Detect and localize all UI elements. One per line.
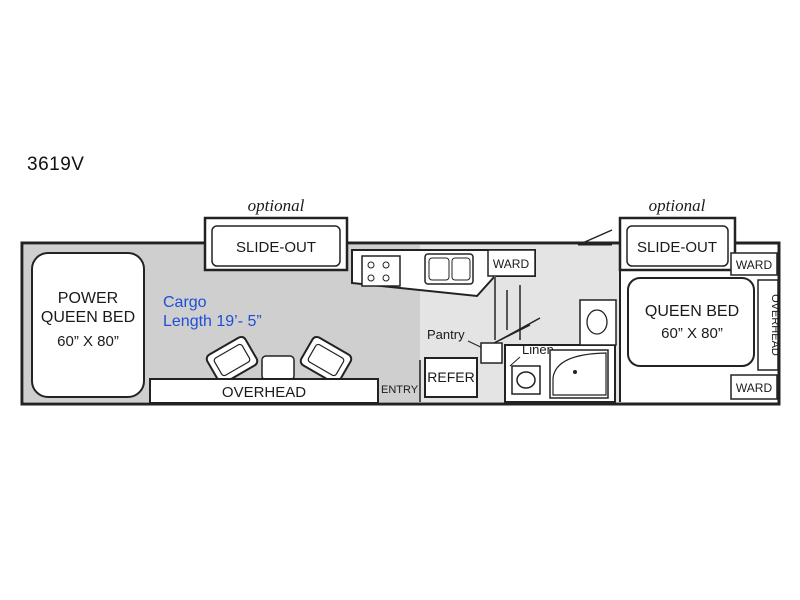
toilet bbox=[511, 365, 541, 395]
model-name: 3619V bbox=[27, 154, 85, 175]
overhead-rear bbox=[757, 279, 779, 371]
ward-bottom-right bbox=[730, 374, 778, 400]
slide-out-right-inner bbox=[626, 225, 729, 267]
overhead-front-label: OVERHEAD bbox=[222, 384, 306, 401]
bath-sink bbox=[586, 309, 608, 335]
ward-kitchen-label: WARD bbox=[493, 257, 530, 271]
linen-label: Linen bbox=[522, 342, 554, 357]
pantry bbox=[480, 342, 503, 364]
optional-right-label: optional bbox=[649, 196, 706, 215]
slide-out-left-label: SLIDE-OUT bbox=[236, 239, 316, 256]
queen-bed-size: 60” X 80” bbox=[661, 325, 723, 342]
shower bbox=[549, 349, 609, 399]
ward-top-right-label: WARD bbox=[736, 258, 773, 272]
ward-top-right bbox=[730, 252, 778, 276]
slide-out-right-label: SLIDE-OUT bbox=[637, 239, 717, 256]
queen-bed-label: QUEEN BED bbox=[645, 303, 739, 320]
overhead-front bbox=[149, 378, 379, 404]
cargo-label-line2: Length 19’- 5” bbox=[163, 313, 262, 330]
optional-left-label: optional bbox=[248, 196, 305, 215]
refer-label: REFER bbox=[427, 369, 474, 385]
ward-bottom-right-label: WARD bbox=[736, 381, 773, 395]
power-queen-bed bbox=[31, 252, 145, 398]
power-bed-line2: QUEEN BED bbox=[41, 309, 135, 326]
pantry-label: Pantry bbox=[427, 327, 465, 342]
ward-kitchen bbox=[487, 249, 536, 277]
bath-vanity bbox=[579, 299, 617, 346]
stove bbox=[361, 255, 401, 287]
refer bbox=[424, 357, 478, 398]
entry-label: ENTRY bbox=[381, 384, 419, 396]
cargo-label-line1: Cargo bbox=[163, 294, 207, 311]
slide-out-left-inner bbox=[211, 225, 341, 267]
lounge-chairs bbox=[205, 335, 353, 385]
power-bed-line1: POWER bbox=[58, 290, 118, 307]
power-bed-size: 60” X 80” bbox=[57, 333, 119, 350]
overhead-rear-label: OVERHEAD bbox=[769, 294, 781, 356]
queen-bed bbox=[627, 277, 755, 367]
